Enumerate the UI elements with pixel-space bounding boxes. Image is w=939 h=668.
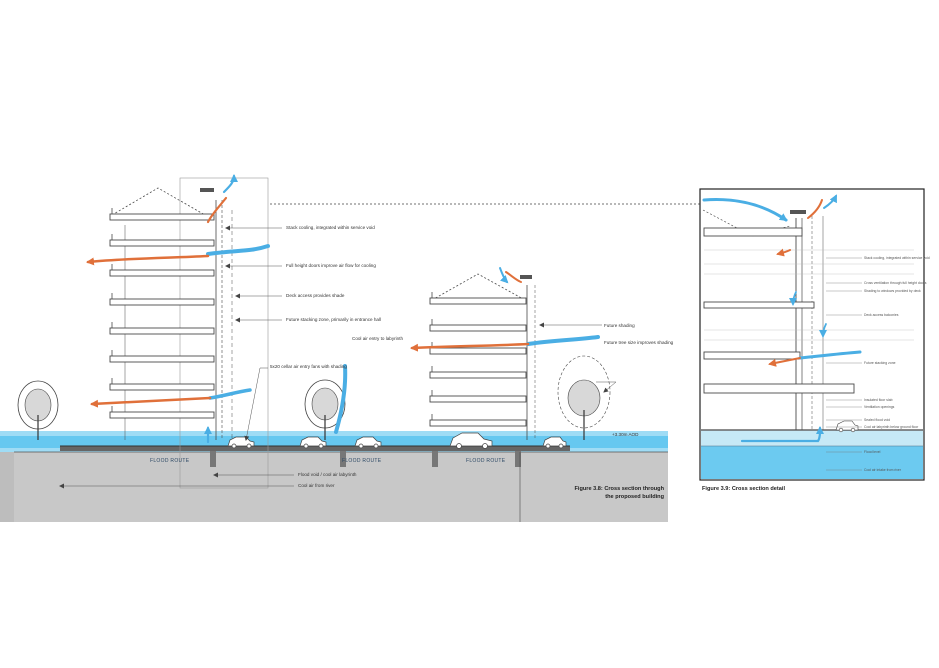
small-floor-slab <box>429 297 527 305</box>
detail-annotation-3: Shading to windows provided by deck <box>864 289 921 293</box>
detail-cross-section: Stack cooling, integrated within service… <box>699 188 930 492</box>
tall-floor-slab <box>109 327 215 335</box>
detail-floor-slab <box>703 351 801 360</box>
detail-annotation-10: Flood level <box>864 450 881 454</box>
small-floor-slab <box>429 395 527 403</box>
annotation-cellar-fans: 5x20 cellar air entry fans with shading <box>270 364 347 369</box>
warm-air-arrow-roof <box>206 196 228 224</box>
figure-caption-detail: Figure 3.9: Cross section detail <box>702 486 785 492</box>
car-2 <box>299 436 327 449</box>
small-building-roof <box>431 273 526 301</box>
warm-air-arrow-small-roof <box>505 271 522 283</box>
tall-building-roof <box>111 187 206 216</box>
cool-air-arrow-small-building <box>526 335 600 346</box>
cool-air-arrow-level-6 <box>208 388 252 400</box>
tall-building <box>111 177 269 489</box>
detail-floors <box>703 227 914 394</box>
small-floor-slab <box>429 347 527 355</box>
tall-floor-slab <box>109 239 215 247</box>
cool-air-arrow-labyrinth <box>334 364 348 434</box>
tall-floor-slab <box>109 269 215 277</box>
detail-annotation-7: Ventilation openings <box>864 405 895 409</box>
annotation-flood-void: Flood void / cool air labyrinth <box>298 472 357 477</box>
tall-floor-slab <box>109 298 215 306</box>
figure-caption-main-line-1: Figure 3.8: Cross section through <box>574 486 664 492</box>
small-roof-vent-cap <box>520 275 532 279</box>
tall-building-floors <box>109 208 215 419</box>
detail-floor-slab <box>703 227 803 237</box>
small-building-floors <box>429 292 527 427</box>
annotation-future-stacking: Future stacking zone, primarily in entra… <box>286 317 381 322</box>
level-marker-aod: +3.30m AOD <box>612 432 639 437</box>
figure-caption-main-line-2: the proposed building <box>605 494 664 500</box>
detail-annotation-8: Sealed flood void <box>864 418 890 422</box>
cool-air-arrow-small-roof <box>499 267 509 284</box>
tall-floor-slab <box>109 213 215 221</box>
detail-cool-arrow-vent <box>823 194 837 209</box>
tree-right <box>557 355 611 440</box>
roof-vent-cap <box>200 188 214 192</box>
podium-slab <box>60 446 570 451</box>
detail-annotation-9: Cool air labyrinth below ground floor <box>864 425 919 429</box>
ground-mass <box>0 452 668 522</box>
cool-air-arrow-level-2 <box>206 244 270 256</box>
detail-annotation-5: Future stacking zone <box>864 361 896 365</box>
car-3 <box>354 436 382 449</box>
car-4 <box>449 432 493 449</box>
small-floor-slab <box>429 419 527 427</box>
detail-flood-void <box>701 430 923 446</box>
annotation-future-shading: Future shading <box>604 323 635 328</box>
car-5 <box>542 436 567 449</box>
annotation-cool-air-entry: Cool air entry to labyrinth <box>352 336 404 341</box>
annotation-full-height-doors: Full height doors improve air flow for c… <box>286 263 376 268</box>
tall-floor-slab <box>109 383 215 391</box>
small-floor-slab <box>429 324 527 332</box>
detail-air-arrows <box>702 194 862 443</box>
annotation-stack-cooling: Stack cooling, integrated within service… <box>286 225 375 230</box>
water-surface <box>0 436 668 448</box>
pile-foundations <box>210 451 521 467</box>
detail-cool-arrow-main <box>798 350 862 360</box>
small-building <box>431 273 536 522</box>
detail-floor-slab <box>703 383 855 394</box>
detail-annotation-11: Cool air intake from river <box>864 468 902 472</box>
detail-annotation-6: Insulated floor slab <box>864 398 893 402</box>
annotation-future-tree: Future tree size improves shading <box>604 340 674 345</box>
tall-floor-slab <box>109 355 215 363</box>
warm-air-arrow-level-6 <box>90 396 212 408</box>
detail-warm-arrow-main <box>768 357 801 367</box>
detail-warm-arrow-level-2 <box>776 248 791 257</box>
detail-cool-arrow-level-4 <box>819 323 828 338</box>
annotation-deck-access: Deck access provides shade <box>286 293 345 298</box>
riverbank <box>0 452 14 522</box>
tall-floor-slab <box>109 411 215 419</box>
annotation-cool-air-river: Cool air from river <box>298 483 335 488</box>
detail-annotation-4: Deck access balconies <box>864 313 899 317</box>
main-cross-section: Stack cooling, integrated within service… <box>0 174 700 522</box>
annotation-leaders <box>59 225 617 489</box>
detail-car <box>835 420 859 433</box>
detail-cool-arrow-roof <box>702 198 788 222</box>
flood-route-label-2: FLOOD ROUTE <box>342 458 382 464</box>
warm-air-arrow-small-building <box>410 342 530 352</box>
tree-middle <box>304 379 346 440</box>
detail-leaders <box>826 257 862 471</box>
warm-air-arrow-level-2 <box>86 254 210 266</box>
detail-warm-arrow-roof <box>807 199 823 219</box>
tree-left <box>17 380 59 440</box>
detail-cool-arrow-void <box>740 426 824 443</box>
detail-floor-slab <box>703 301 815 309</box>
detail-annotation-2: Cross ventilation through full height do… <box>864 281 927 285</box>
cool-air-arrow-roof <box>222 174 238 194</box>
flood-route-label-1: FLOOD ROUTE <box>150 458 190 464</box>
detail-annotation-1: Stack cooling, integrated within service… <box>864 256 930 260</box>
detail-water <box>701 446 923 479</box>
small-floor-slab <box>429 371 527 379</box>
detail-cool-arrow-level-3 <box>789 291 798 306</box>
flood-route-label-3: FLOOD ROUTE <box>466 458 506 464</box>
air-flow-arrows <box>86 174 600 444</box>
